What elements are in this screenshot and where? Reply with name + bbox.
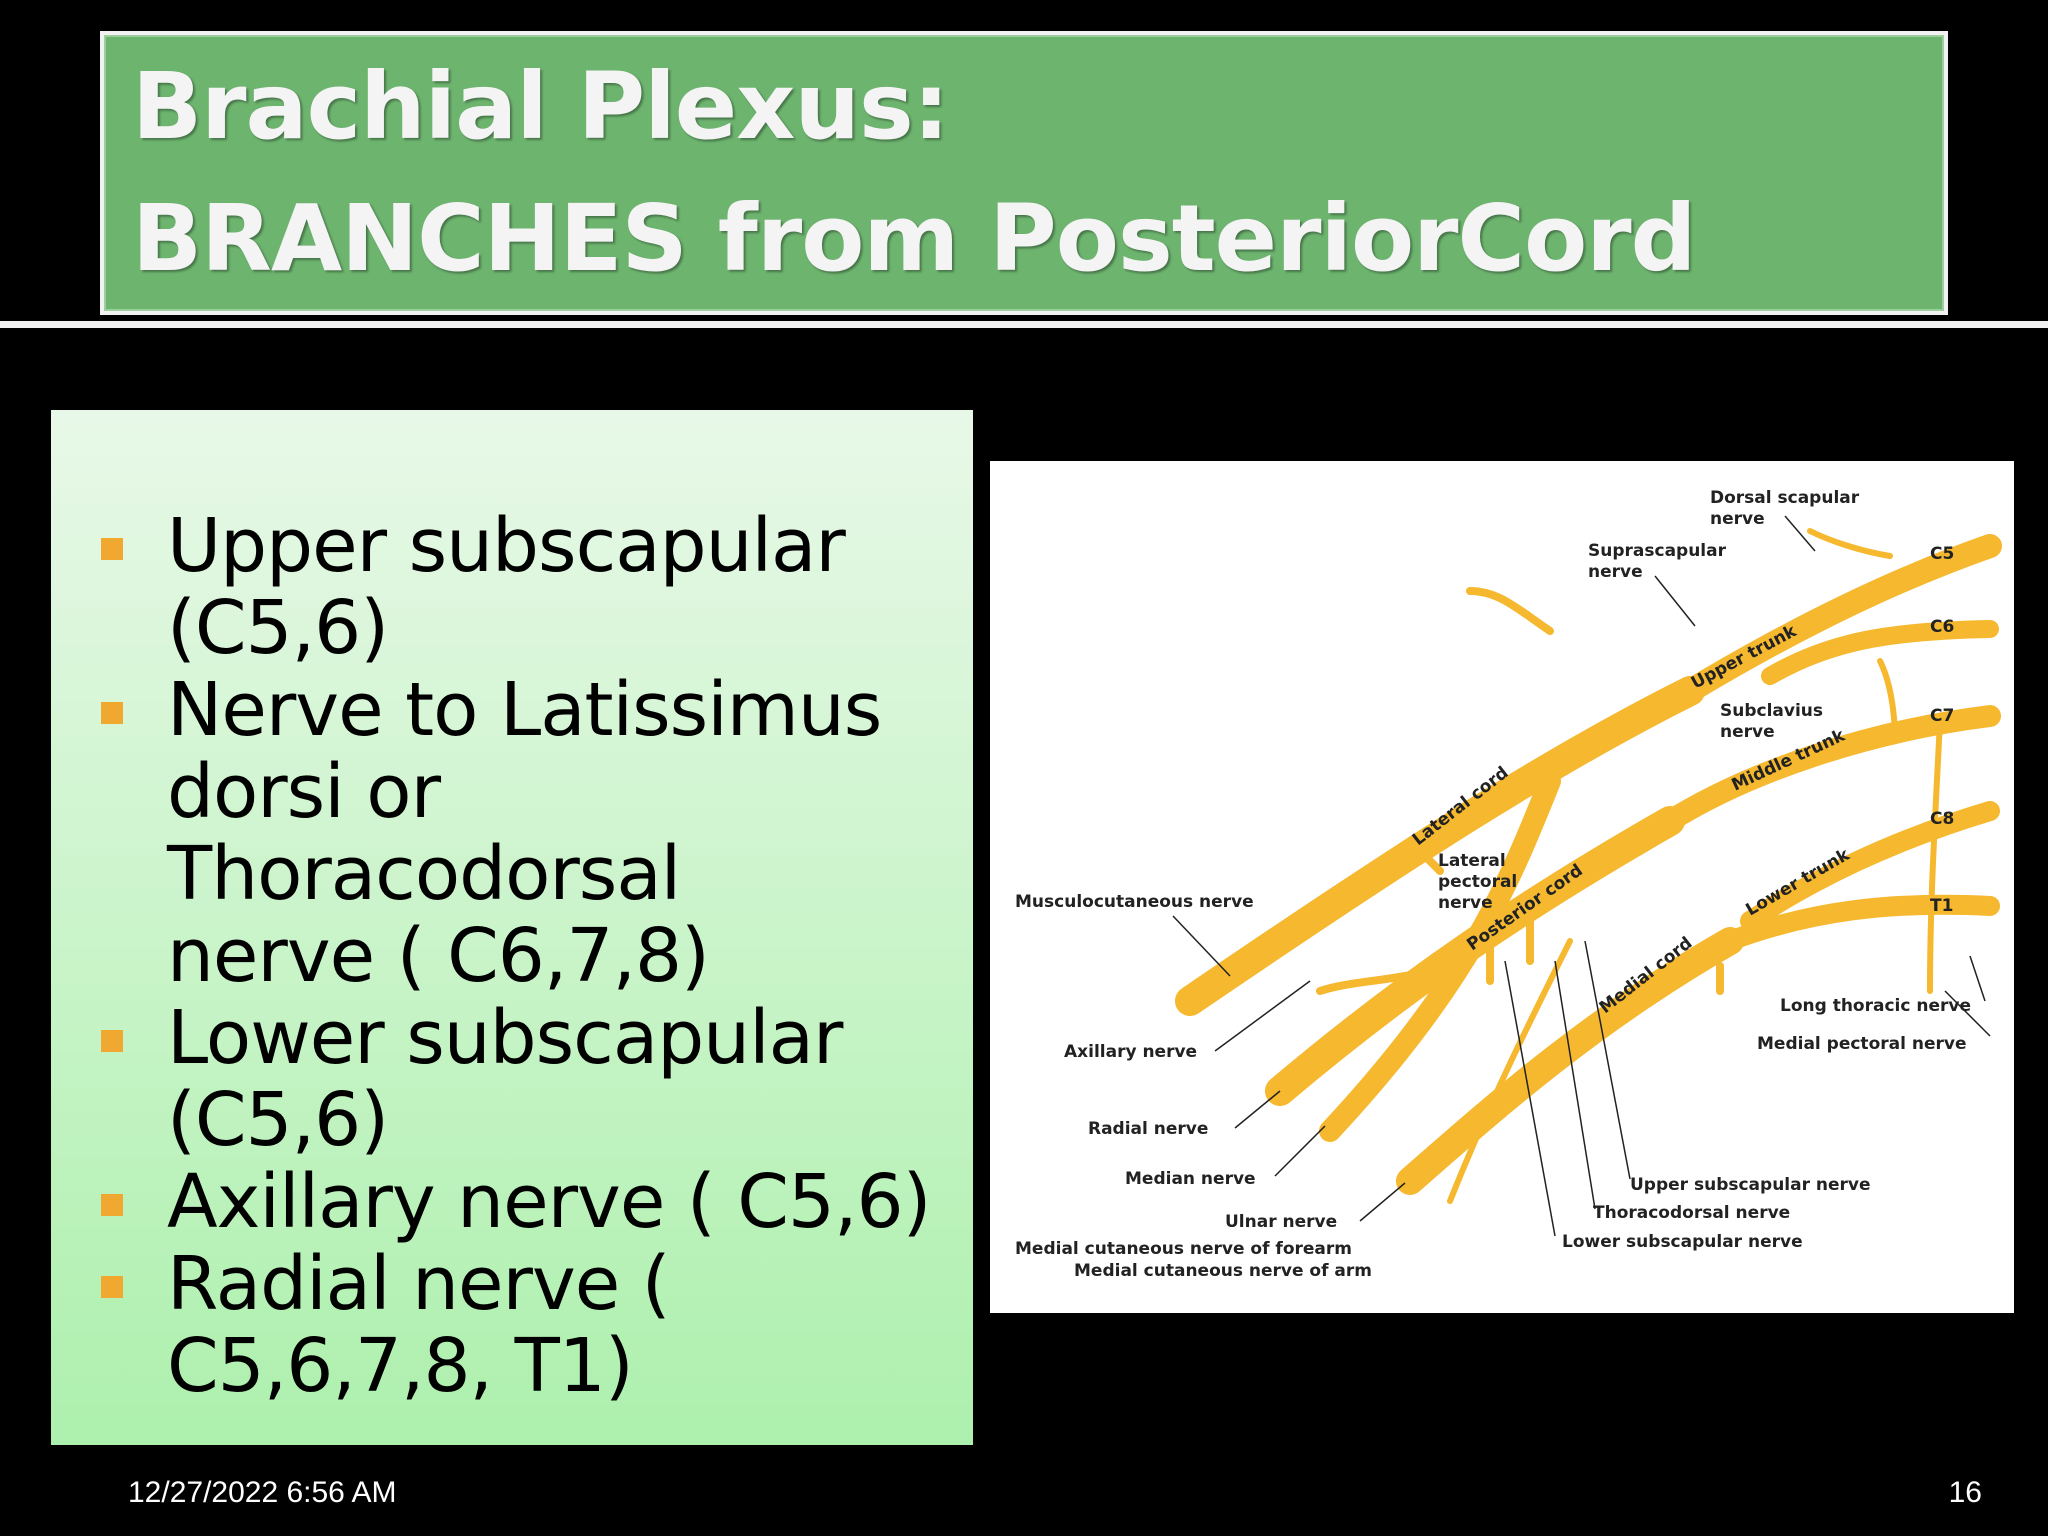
median-nerve-path <box>1319 770 1561 1142</box>
bullet-square-icon <box>101 1194 123 1216</box>
label-medial-cut-forearm: Medial cutaneous nerve of forearm <box>1015 1239 1352 1259</box>
lateral-cord-path <box>1175 676 1705 1016</box>
leader-line <box>1654 575 1696 627</box>
bullet-text: (C5,6) <box>167 585 389 671</box>
label-radial: Radial nerve <box>1088 1119 1208 1139</box>
medial-cutaneous-branch-path <box>1447 938 1573 1204</box>
label-upper-subscapular: Upper subscapular nerve <box>1630 1175 1871 1195</box>
label-lateral-pectoral: pectoral <box>1438 872 1517 892</box>
content-panel: Upper subscapular(C5,6) Nerve to Latissi… <box>51 410 973 1445</box>
label-axillary: Axillary nerve <box>1064 1042 1197 1062</box>
footer-page-number: 16 <box>1948 1476 1982 1509</box>
label-musculocutaneous: Musculocutaneous nerve <box>1015 892 1254 912</box>
bullet-text: dorsi or Thoracodorsal <box>167 749 681 917</box>
bullet-item: Axillary nerve ( C5,6) <box>91 1161 971 1243</box>
leader-line <box>1172 915 1231 977</box>
lateral-pectoral-branch-path <box>1406 837 1444 875</box>
label-c6: C6 <box>1930 617 1954 637</box>
long-thoracic-branch-path <box>1927 718 1943 994</box>
bullet-list: Upper subscapular(C5,6) Nerve to Latissi… <box>91 505 971 1407</box>
bullet-text: Nerve to Latissimus <box>167 667 882 753</box>
title-line-1: Brachial Plexus: <box>132 53 950 160</box>
label-lateral-pectoral: nerve <box>1438 893 1493 913</box>
brachial-plexus-diagram: Dorsal scapular nerve Suprascapular nerv… <box>990 461 2014 1313</box>
label-dorsal-scapular: Dorsal scapular <box>1710 488 1860 508</box>
medial-cord-path <box>1396 927 1744 1195</box>
leader-line <box>1234 1090 1281 1129</box>
label-lateral-pectoral: Lateral <box>1438 851 1506 871</box>
bullet-text: Lower subscapular <box>167 995 843 1081</box>
leader-line <box>1944 990 1991 1037</box>
leader-line <box>1584 940 1631 1180</box>
bullet-item: Lower subscapular(C5,6) <box>91 997 971 1161</box>
bullet-text: Upper subscapular <box>167 503 846 589</box>
title-line-2: BRANCHES from PosteriorCord <box>132 185 1697 292</box>
leader-line <box>1214 980 1311 1052</box>
bullet-text: (C5,6) <box>167 1077 389 1163</box>
label-median: Median nerve <box>1125 1169 1256 1189</box>
bullet-text: C5,6,7,8, T1) <box>167 1323 634 1409</box>
leader-line <box>1359 1182 1406 1222</box>
label-suprascapular: nerve <box>1588 562 1643 582</box>
leader-line <box>1784 515 1816 552</box>
label-long-thoracic: Long thoracic nerve <box>1780 996 1971 1016</box>
label-c8: C8 <box>1930 809 1954 829</box>
bullet-square-icon <box>101 538 123 560</box>
title-banner: Brachial Plexus: BRANCHES from Posterior… <box>100 31 1948 315</box>
upper-trunk-path <box>1678 534 2002 703</box>
leader-line <box>1969 955 1986 1002</box>
plexus-svg: Dorsal scapular nerve Suprascapular nerv… <box>1015 488 2002 1281</box>
bullet-square-icon <box>101 702 123 724</box>
footer-date: 12/27/2022 6:56 AM <box>128 1476 397 1509</box>
leader-line <box>1554 960 1596 1210</box>
bullet-item: Upper subscapular(C5,6) <box>91 505 971 669</box>
bullet-square-icon <box>101 1276 123 1298</box>
label-t1: T1 <box>1930 896 1953 916</box>
label-subclavius: nerve <box>1720 722 1775 742</box>
label-suprascapular: Suprascapular <box>1588 541 1727 561</box>
label-dorsal-scapular: nerve <box>1710 509 1765 529</box>
label-ulnar: Ulnar nerve <box>1225 1212 1337 1232</box>
bullet-item: Radial nerve (C5,6,7,8, T1) <box>91 1243 971 1407</box>
c8-root-path <box>1740 801 2000 931</box>
bullet-text: Radial nerve ( <box>167 1241 671 1327</box>
subclavius-branch-path <box>1877 658 1898 744</box>
label-medial-pectoral: Medial pectoral nerve <box>1757 1034 1966 1054</box>
nerve-paths <box>1175 528 2002 1204</box>
label-c7: C7 <box>1930 706 1954 726</box>
title-divider <box>0 321 2048 328</box>
axillary-branch-path <box>1316 967 1434 995</box>
label-subclavius: Subclavius <box>1720 701 1823 721</box>
leader-line <box>1504 960 1556 1237</box>
label-medial-cut-arm: Medial cutaneous nerve of arm <box>1074 1261 1372 1281</box>
leader-lines <box>1172 515 1991 1237</box>
suprascapular-branch-path <box>1466 587 1554 635</box>
label-c5: C5 <box>1930 544 1954 564</box>
leader-line <box>1274 1125 1326 1177</box>
label-upper-trunk: Upper trunk <box>1688 621 1800 693</box>
bullet-square-icon <box>101 1030 123 1052</box>
label-lower-subscapular: Lower subscapular nerve <box>1562 1232 1803 1252</box>
label-thoracodorsal: Thoracodorsal nerve <box>1593 1203 1790 1223</box>
bullet-text: Axillary nerve ( C5,6) <box>167 1159 931 1245</box>
dorsal-scapular-branch-path <box>1807 528 1893 559</box>
bullet-text: nerve ( C6,7,8) <box>167 913 710 999</box>
c6-root-path <box>1761 620 1999 685</box>
lower-trunk-path <box>1720 894 2000 951</box>
